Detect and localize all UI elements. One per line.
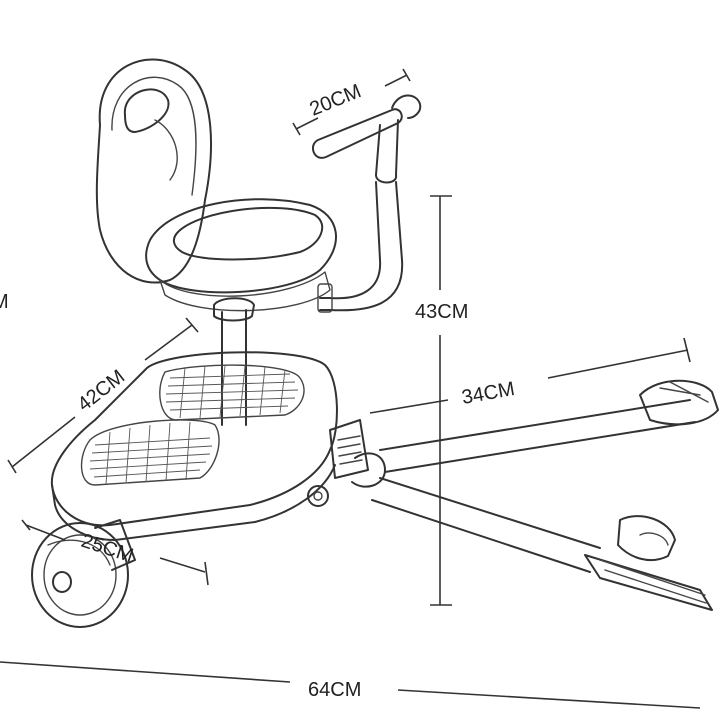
seat-cushion [145,198,337,312]
wheel-axle-label: 25CM [78,530,136,567]
footboard [50,351,338,541]
left-edge-fragment-label: M [0,291,9,313]
seat-back [95,58,212,284]
front-wheel [31,519,136,628]
board-length-label: 42CM [74,366,130,416]
hinge-joint [307,419,386,507]
handle-bar [311,94,422,313]
frame-span-label: 34CM [460,378,516,409]
seat-pad [172,206,324,261]
seat-back-handle-hole [123,88,170,133]
tread-area-rear [159,364,305,421]
height-label: 43CM [415,301,468,323]
connector-arms [371,379,719,611]
total-length-label: 64CM [308,679,361,701]
seat-post [213,297,255,426]
tread-area-front [80,419,220,486]
dimension-lines [0,68,701,709]
tread-pattern [89,365,299,485]
handle-width-label: 20CM [307,80,365,120]
